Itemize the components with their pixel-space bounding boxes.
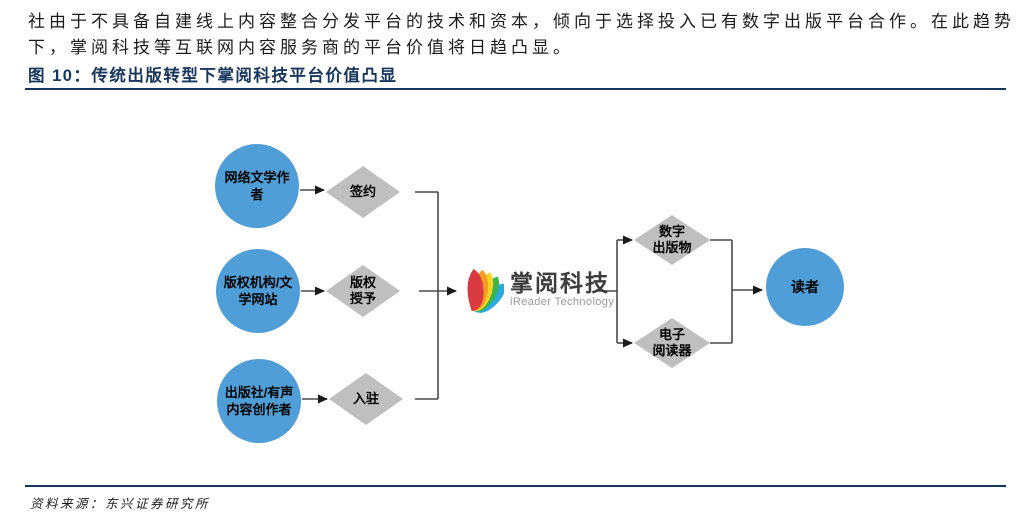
diamond-label: 入驻: [352, 391, 379, 406]
reader-circle: 读者: [766, 248, 844, 326]
book-icon: [467, 268, 504, 313]
source-circle-label: 网络文学作: [224, 170, 290, 185]
flow-diagram: 网络文学作 者 版权机构/文 学网站 出版社/有声 内容创作者 签约 版权 授予…: [0, 100, 1028, 480]
diamond-label: 版权: [349, 275, 376, 290]
title-divider: [25, 88, 1006, 90]
source-circle-label: 者: [250, 187, 264, 202]
connector-lines: [300, 185, 763, 404]
diamond-label: 电子: [658, 327, 685, 342]
source-circle-web-authors: 网络文学作 者: [215, 144, 299, 228]
source-circle-publishers: 出版社/有声 内容创作者: [217, 359, 301, 443]
source-circle-label: 内容创作者: [226, 402, 292, 417]
ireader-logo-subtitle: iReader Technology: [510, 296, 615, 308]
source-note: 资料来源：东兴证券研究所: [30, 497, 211, 511]
diamond-label: 出版物: [652, 240, 692, 255]
source-circle-copyright-agencies: 版权机构/文 学网站: [216, 249, 300, 333]
bottom-divider: [25, 485, 1006, 487]
diamond-label: 阅读器: [652, 343, 692, 358]
diamond-label: 授予: [349, 291, 376, 306]
paragraph-line-2: 下，掌阅科技等互联网内容服务商的平台价值将日趋凸显。: [28, 38, 574, 57]
ireader-logo: 掌阅科技 iReader Technology: [466, 267, 614, 315]
reader-circle-label: 读者: [791, 278, 819, 295]
ireader-logo-name: 掌阅科技: [510, 270, 610, 296]
paragraph-line-1: 社由于不具备自建线上内容整合分发平台的技术和资本，倾向于选择投入已有数字出版平台…: [28, 12, 1015, 31]
diamond-label: 签约: [349, 184, 376, 199]
figure-title: 图 10：传统出版转型下掌阅科技平台价值凸显: [28, 67, 398, 85]
source-circle-label: 版权机构/文: [223, 275, 293, 290]
diamond-label: 数字: [658, 224, 685, 239]
source-circle-label: 学网站: [238, 292, 278, 307]
source-circle-label: 出版社/有声: [224, 385, 294, 400]
